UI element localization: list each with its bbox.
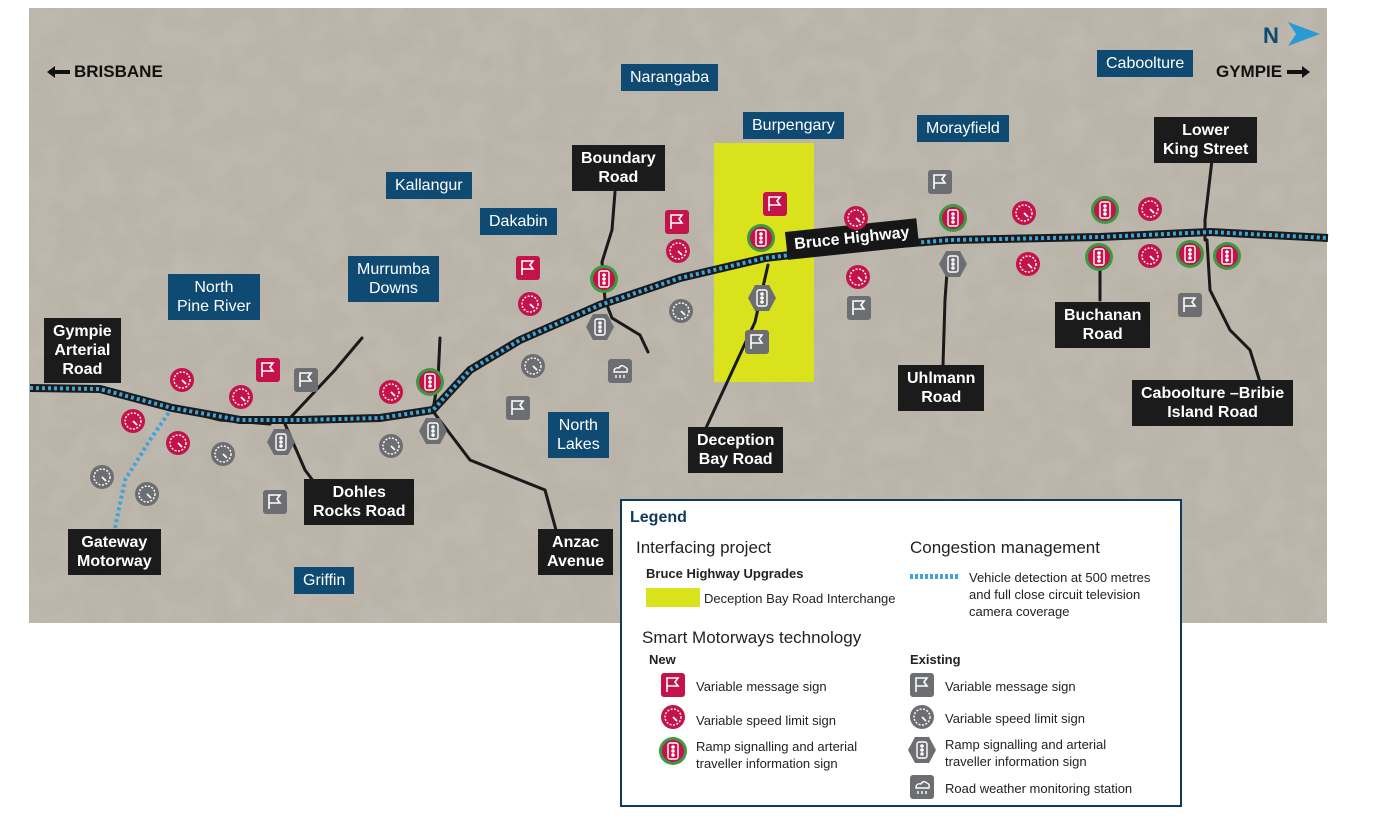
- road-uhlmann: Uhlmann Road: [898, 365, 985, 411]
- road-boundary: Boundary Road: [572, 145, 665, 191]
- ramp-signal-icon: [938, 203, 968, 238]
- variable-message-sign-icon: [909, 672, 935, 703]
- weather-station-icon: [607, 358, 633, 389]
- suburb-north-pine-river: North Pine River: [168, 274, 260, 320]
- legend-new-vms: Variable message sign: [696, 679, 827, 694]
- variable-speed-limit-icon: [378, 379, 404, 410]
- suburb-narangaba: Narangaba: [621, 64, 719, 91]
- variable-speed-limit-icon: [378, 433, 404, 464]
- variable-speed-limit-icon: [845, 264, 871, 295]
- ramp-signal-icon: [415, 367, 445, 402]
- ramp-signal-icon: [1090, 195, 1120, 230]
- suburb-morayfield: Morayfield: [917, 115, 1009, 142]
- ramp-signal-icon: [418, 416, 448, 451]
- road-dohles-rocks: Dohles Rocks Road: [304, 479, 415, 525]
- variable-speed-limit-icon: [1137, 243, 1163, 274]
- variable-message-sign-icon: [660, 672, 686, 703]
- variable-message-sign-icon: [255, 357, 281, 388]
- interchange-swatch: [646, 588, 700, 607]
- variable-speed-limit-icon: [660, 704, 686, 735]
- ramp-signal-icon: [658, 736, 688, 771]
- variable-speed-limit-icon: [1015, 251, 1041, 282]
- arrow-right-icon: [1287, 66, 1310, 78]
- variable-speed-limit-icon: [520, 353, 546, 384]
- direction-brisbane: BRISBANE: [74, 62, 163, 81]
- variable-message-sign-icon: [1177, 292, 1203, 323]
- variable-speed-limit-icon: [668, 298, 694, 329]
- variable-speed-limit-icon: [120, 408, 146, 439]
- legend-vehicle-detection: Vehicle detection at 500 metres and full…: [969, 570, 1151, 619]
- variable-speed-limit-icon: [517, 291, 543, 322]
- road-caboolture-bribie: Caboolture –Bribie Island Road: [1132, 380, 1294, 426]
- variable-speed-limit-icon: [1137, 196, 1163, 227]
- variable-message-sign-icon: [505, 395, 531, 426]
- variable-speed-limit-icon: [1011, 200, 1037, 231]
- ramp-signal-icon: [266, 427, 296, 462]
- arrow-left-icon: [47, 66, 70, 78]
- legend-ex-weather: Road weather monitoring station: [945, 781, 1133, 796]
- legend-ex-ramp: Ramp signalling and arterial traveller i…: [945, 737, 1107, 769]
- ramp-signal-icon: [1175, 239, 1205, 274]
- suburb-kallangur: Kallangur: [386, 172, 472, 199]
- road-lower-king-street: Lower King Street: [1154, 117, 1258, 163]
- variable-speed-limit-icon: [843, 205, 869, 236]
- weather-station-icon: [909, 774, 935, 805]
- legend-existing-title: Existing: [910, 652, 961, 667]
- legend-ex-vms: Variable message sign: [945, 679, 1076, 694]
- direction-gympie: GYMPIE: [1216, 62, 1283, 81]
- ramp-signal-icon: [907, 735, 937, 770]
- suburb-caboolture: Caboolture: [1097, 50, 1194, 77]
- ramp-signal-icon: [938, 249, 968, 284]
- variable-speed-limit-icon: [909, 704, 935, 735]
- legend-congestion-title: Congestion management: [910, 538, 1100, 557]
- legend-upgrades-title: Bruce Highway Upgrades: [646, 566, 804, 581]
- ramp-signal-icon: [747, 283, 777, 318]
- variable-message-sign-icon: [515, 255, 541, 286]
- variable-message-sign-icon: [846, 295, 872, 326]
- legend-new-title: New: [649, 652, 676, 667]
- road-anzac: Anzac Avenue: [538, 529, 614, 575]
- variable-speed-limit-icon: [169, 367, 195, 398]
- legend-title: Legend: [630, 509, 687, 526]
- legend-smart-title: Smart Motorways technology: [642, 628, 862, 647]
- suburb-burpengary: Burpengary: [743, 112, 844, 139]
- legend: Legend Interfacing project Bruce Highway…: [620, 499, 1182, 807]
- suburb-dakabin: Dakabin: [480, 208, 557, 235]
- variable-speed-limit-icon: [134, 481, 160, 512]
- road-buchanan: Buchanan Road: [1055, 302, 1151, 348]
- ramp-signal-icon: [1084, 242, 1114, 277]
- variable-speed-limit-icon: [165, 430, 191, 461]
- variable-message-sign-icon: [762, 191, 788, 222]
- legend-interchange-label: Deception Bay Road Interchange: [704, 591, 896, 606]
- variable-message-sign-icon: [293, 367, 319, 398]
- road-gympie-arterial: Gympie Arterial Road: [44, 318, 121, 383]
- ramp-signal-icon: [589, 264, 619, 299]
- variable-speed-limit-icon: [210, 441, 236, 472]
- ramp-signal-icon: [1212, 241, 1242, 276]
- ramp-signal-icon: [585, 312, 615, 347]
- north-arrow-label: N: [1263, 23, 1279, 48]
- variable-speed-limit-icon: [228, 384, 254, 415]
- ramp-signal-icon: [746, 223, 776, 258]
- legend-interfacing-title: Interfacing project: [636, 538, 772, 557]
- suburb-north-lakes: North Lakes: [548, 412, 609, 458]
- variable-speed-limit-icon: [665, 238, 691, 269]
- variable-message-sign-icon: [262, 489, 288, 520]
- road-deception-bay: Deception Bay Road: [688, 427, 784, 473]
- variable-speed-limit-icon: [89, 464, 115, 495]
- variable-message-sign-icon: [927, 169, 953, 200]
- variable-message-sign-icon: [664, 209, 690, 240]
- suburb-murrumba-downs: Murrumba Downs: [348, 256, 439, 302]
- legend-ex-vsl: Variable speed limit sign: [945, 711, 1085, 726]
- variable-message-sign-icon: [744, 329, 770, 360]
- legend-new-vsl: Variable speed limit sign: [696, 713, 836, 728]
- road-gateway: Gateway Motorway: [68, 529, 161, 575]
- north-arrow-icon: [1288, 22, 1320, 46]
- detection-swatch: [910, 574, 960, 579]
- suburb-griffin: Griffin: [294, 567, 355, 594]
- legend-new-ramp: Ramp signalling and arterial traveller i…: [696, 739, 858, 771]
